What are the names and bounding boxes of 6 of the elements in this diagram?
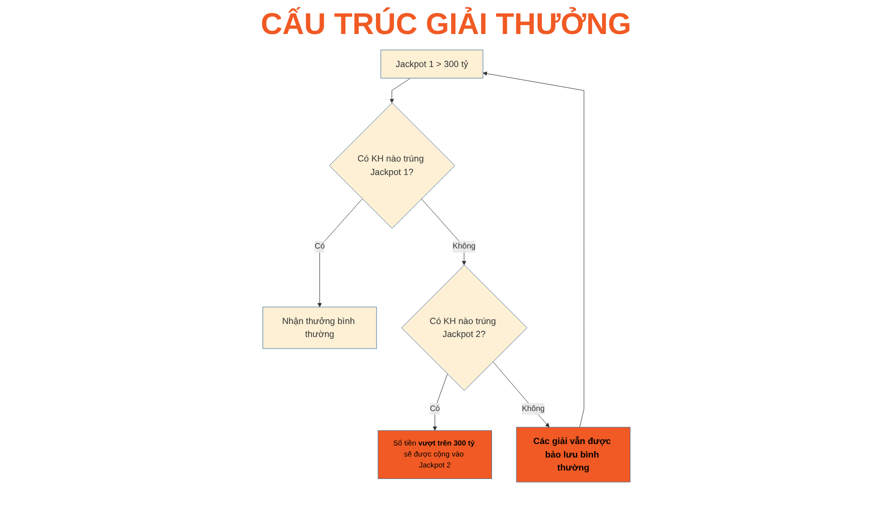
node-diamond: Có KH nào trúng Jackpot 1?	[328, 102, 455, 229]
node-box: Nhận thưởng bình thường	[262, 306, 376, 349]
node-box: Jackpot 1 > 300 tỷ	[380, 50, 483, 78]
node-box: Các giải vẫn được bảo lưu bình thường	[516, 426, 630, 482]
node-diamond: Có KH nào trúng Jackpot 2?	[400, 264, 527, 391]
diagram-title: CẤU TRÚC GIẢI THƯỞNG	[260, 8, 632, 42]
